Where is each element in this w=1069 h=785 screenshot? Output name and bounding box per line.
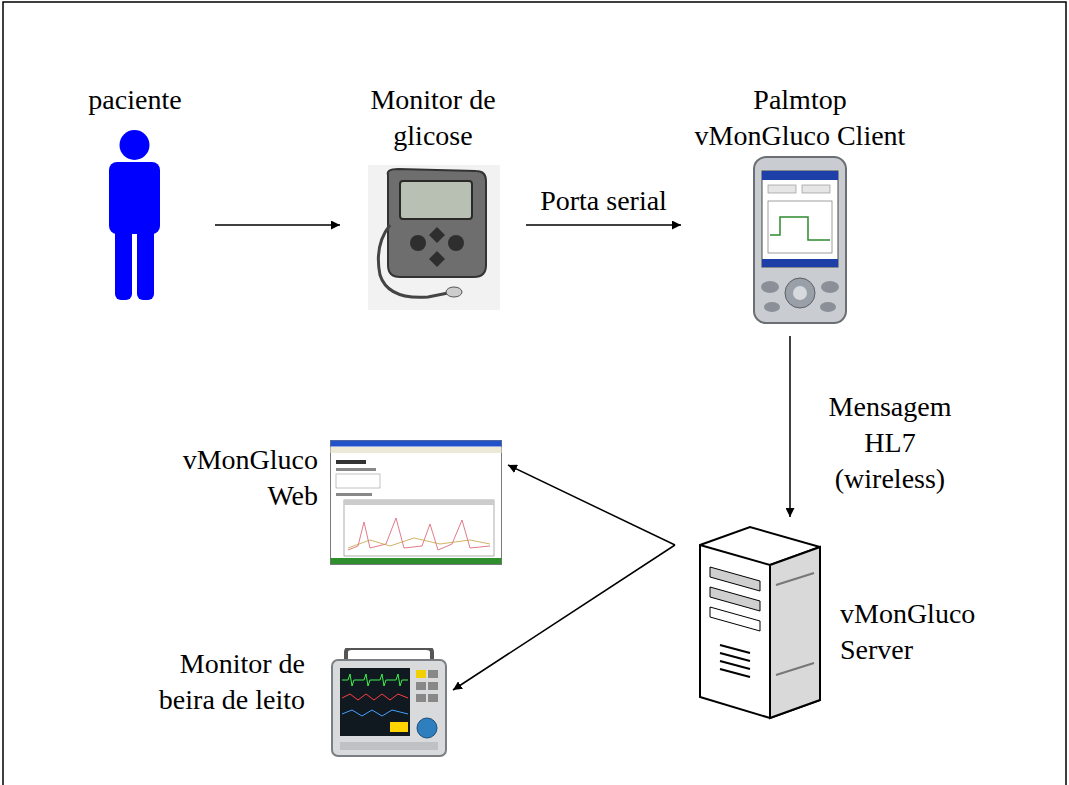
web-client: vMonGluco Web [140, 438, 505, 568]
server-tower: vMonGluco Server [675, 520, 977, 725]
device-illustration [330, 648, 448, 769]
device-illustration [330, 440, 502, 574]
arrow-connector [453, 545, 675, 690]
edge-label: Mensagem HL7 (wireless) [827, 389, 954, 497]
device-illustration [368, 165, 500, 319]
bedside-monitor: Monitor de beira de leito [140, 640, 450, 765]
node-label: Monitor de glicose [353, 82, 513, 154]
device-illustration [680, 525, 830, 729]
glucose-monitor: Monitor de glicose [345, 80, 521, 315]
palmtop-client: Palmtop vMonGluco Client [686, 80, 914, 330]
device-illustration [750, 155, 850, 334]
arrow-connector [508, 465, 675, 545]
arrow-connector [526, 224, 681, 226]
node-label: Palmtop vMonGluco Client [688, 82, 912, 154]
node-label: paciente [60, 82, 210, 118]
device-illustration [101, 130, 168, 309]
edge-label: Porta serial [538, 183, 669, 219]
node-label: vMonGluco Web [183, 442, 318, 514]
node-label: vMonGluco Server [840, 596, 975, 668]
node-label: Monitor de beira de leito [145, 646, 305, 718]
patient-figure: paciente [60, 80, 210, 305]
arrow-connector [789, 336, 791, 517]
arrow-connector [215, 224, 340, 226]
